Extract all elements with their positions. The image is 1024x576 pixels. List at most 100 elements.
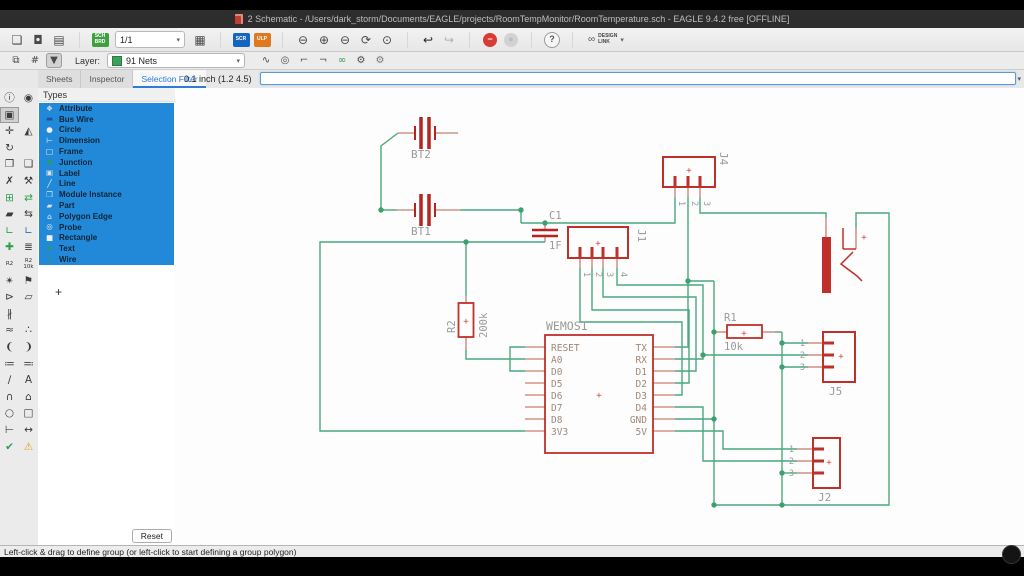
bus-tool-icon[interactable]: ∟	[24, 224, 33, 237]
tab-inspector[interactable]: Inspector	[81, 70, 134, 88]
type-item-circle[interactable]: ●Circle	[39, 124, 174, 136]
line-tool-icon[interactable]: ∕	[7, 374, 12, 387]
measure-tool-icon[interactable]: ↔	[24, 423, 33, 436]
type-item-label[interactable]: ▣Label	[39, 167, 174, 179]
settings-gear-button[interactable]: ⚙	[356, 54, 366, 66]
mirror-tool-icon[interactable]: ◭	[24, 125, 33, 138]
grid-settings-button[interactable]: #	[30, 54, 40, 66]
wire-bend-a-tool-icon[interactable]: ≔	[4, 357, 15, 370]
move-tool-icon[interactable]: ✛	[5, 125, 14, 138]
type-item-line[interactable]: ╱Line	[39, 178, 174, 190]
errors-tool-icon[interactable]: ⚠	[23, 440, 34, 453]
preferences-gear-button[interactable]: ⚙	[375, 54, 385, 66]
type-item-polygon-edge[interactable]: ⌂Polygon Edge	[39, 210, 174, 222]
show-tool-icon[interactable]: ◉	[23, 92, 34, 105]
erc-tool-icon[interactable]: ✔	[5, 440, 14, 453]
command-history-chevron-icon[interactable]: ▾	[1017, 76, 1021, 83]
type-item-bus-wire[interactable]: ▬Bus Wire	[39, 113, 174, 125]
gateswap-tool-icon[interactable]: ⇆	[24, 208, 33, 221]
zoom-in-button[interactable]: ⊕	[318, 32, 330, 47]
delete-tool-icon[interactable]: ✗	[5, 175, 14, 188]
command-input[interactable]	[260, 72, 1016, 85]
layer-dropdown[interactable]: 91 Nets ▾	[107, 53, 246, 68]
stop-button[interactable]: −	[481, 31, 499, 49]
label-tool-icon[interactable]: ≣	[24, 241, 33, 254]
info-tool-icon[interactable]: ⓘ	[4, 92, 15, 105]
layer-settings-button[interactable]: ⧉	[12, 54, 20, 66]
type-item-junction[interactable]: ✚Junction	[39, 156, 174, 168]
circle-tool-icon[interactable]: ○	[4, 407, 15, 420]
copy-tool-icon[interactable]: ❐	[4, 158, 15, 171]
zoom-select-button[interactable]: ⊙	[381, 32, 393, 47]
add-part-tool-icon[interactable]: ⊞	[5, 191, 14, 204]
component-c1[interactable]: C1 1F	[532, 210, 562, 252]
text-tool-icon[interactable]: A	[24, 374, 33, 387]
redo-button[interactable]: ↪	[443, 32, 455, 47]
change-tool-icon[interactable]: ⚒	[23, 175, 34, 188]
generate-board-button[interactable]: SCH BRD	[91, 31, 109, 49]
undo-button[interactable]: ↩	[422, 32, 434, 47]
run-script-button[interactable]: SCR	[232, 31, 250, 49]
add-link-button[interactable]: ∞	[337, 54, 347, 66]
type-item-dimension[interactable]: ⊢Dimension	[39, 135, 174, 147]
tab-selection-filter[interactable]: Selection Filter	[133, 70, 206, 88]
component-r1[interactable]: + R1 10k	[724, 312, 763, 353]
wire-bend-b-tool-icon[interactable]: ≕	[23, 357, 34, 370]
help-button[interactable]: ?	[543, 31, 561, 49]
type-item-wire[interactable]: ╲Wire	[39, 254, 174, 265]
net-wires[interactable]	[319, 132, 890, 506]
component-j1[interactable]: + J1 1 2 3 4	[567, 226, 648, 277]
rect-tool-icon[interactable]: □	[23, 407, 34, 420]
pinswap-tool-icon[interactable]: ⇄	[24, 191, 33, 204]
go-button[interactable]: ●	[502, 31, 520, 49]
component-bt1[interactable]: BT1	[411, 194, 436, 238]
component-bt2[interactable]: BT2	[411, 117, 436, 161]
split-tool-icon[interactable]: ∦	[6, 307, 13, 320]
dimension-tool-b-button[interactable]: ¬	[318, 54, 328, 66]
print-button[interactable]: ▤	[53, 32, 65, 47]
polygon-tool-icon[interactable]: ▱	[24, 291, 33, 304]
rotate-tool-icon[interactable]: ↻	[5, 141, 14, 154]
zoom-search-button[interactable]: ◎	[280, 54, 290, 66]
component-j2[interactable]: + J2 1 2 3	[789, 437, 841, 504]
arc-tool-icon[interactable]: ∩	[5, 390, 14, 403]
component-r2[interactable]: + R2 200k	[446, 302, 490, 338]
junction-tool-icon[interactable]: ✚	[5, 241, 14, 254]
attribute-tool-icon[interactable]: ⚑	[23, 274, 34, 287]
component-j5[interactable]: + J5 1 2 3	[800, 331, 856, 398]
type-item-part[interactable]: ▰Part	[39, 200, 174, 211]
group-select-tool-icon[interactable]: ▣	[0, 106, 19, 124]
net-tool-icon[interactable]: ∟	[5, 224, 14, 237]
tab-sheets[interactable]: Sheets	[38, 70, 82, 88]
pentagon-tool-icon[interactable]: ⌂	[25, 390, 32, 403]
ripup-tool-icon[interactable]: ≈	[5, 324, 14, 337]
replace-tool-icon[interactable]: ▰	[5, 208, 14, 221]
component-wemos1[interactable]: WEMOS1 + RESET A0 D0 D5 D6 D7 D8 3V3 TX …	[544, 319, 654, 454]
new-document-button[interactable]: ❏	[11, 32, 23, 47]
schematic-drawing[interactable]: BT2 BT1 C1 1F	[175, 88, 1024, 545]
sheet-list-button[interactable]: ▦	[194, 32, 206, 47]
smash-tool-icon[interactable]: ✴	[5, 274, 14, 287]
type-item-probe[interactable]: ◎Probe	[39, 221, 174, 233]
sheet-selector[interactable]: 1/1▾	[115, 31, 185, 48]
save-button[interactable]: ◘	[33, 32, 43, 47]
value-tool-icon[interactable]: R2 10k	[23, 258, 34, 271]
name-tool-icon[interactable]: R2	[5, 261, 14, 268]
zoom-fit-button[interactable]: ⊖	[297, 32, 309, 47]
type-item-module-instance[interactable]: ❐Module Instance	[39, 189, 174, 201]
type-item-rectangle[interactable]: ■Rectangle	[39, 232, 174, 244]
dimension-tool-a-button[interactable]: ⌐	[299, 54, 309, 66]
unmiter-tool-icon[interactable]: ❩	[24, 340, 33, 353]
component-j4[interactable]: + J4 1 2 3	[662, 152, 730, 206]
net-class-button[interactable]: ∿	[261, 54, 271, 66]
type-item-frame[interactable]: □Frame	[39, 146, 174, 157]
sensor-symbol[interactable]: +	[822, 228, 867, 293]
reset-button[interactable]: Reset	[131, 529, 172, 543]
optimize-tool-icon[interactable]: ∴	[25, 324, 32, 337]
schematic-canvas[interactable]: BT2 BT1 C1 1F	[175, 88, 1024, 545]
dimension-tool-icon[interactable]: ⊢	[4, 423, 15, 436]
zoom-out-button[interactable]: ⊖	[339, 32, 351, 47]
paste-tool-icon[interactable]: ❏	[23, 158, 34, 171]
miter-tool-icon[interactable]: ❨	[5, 340, 14, 353]
